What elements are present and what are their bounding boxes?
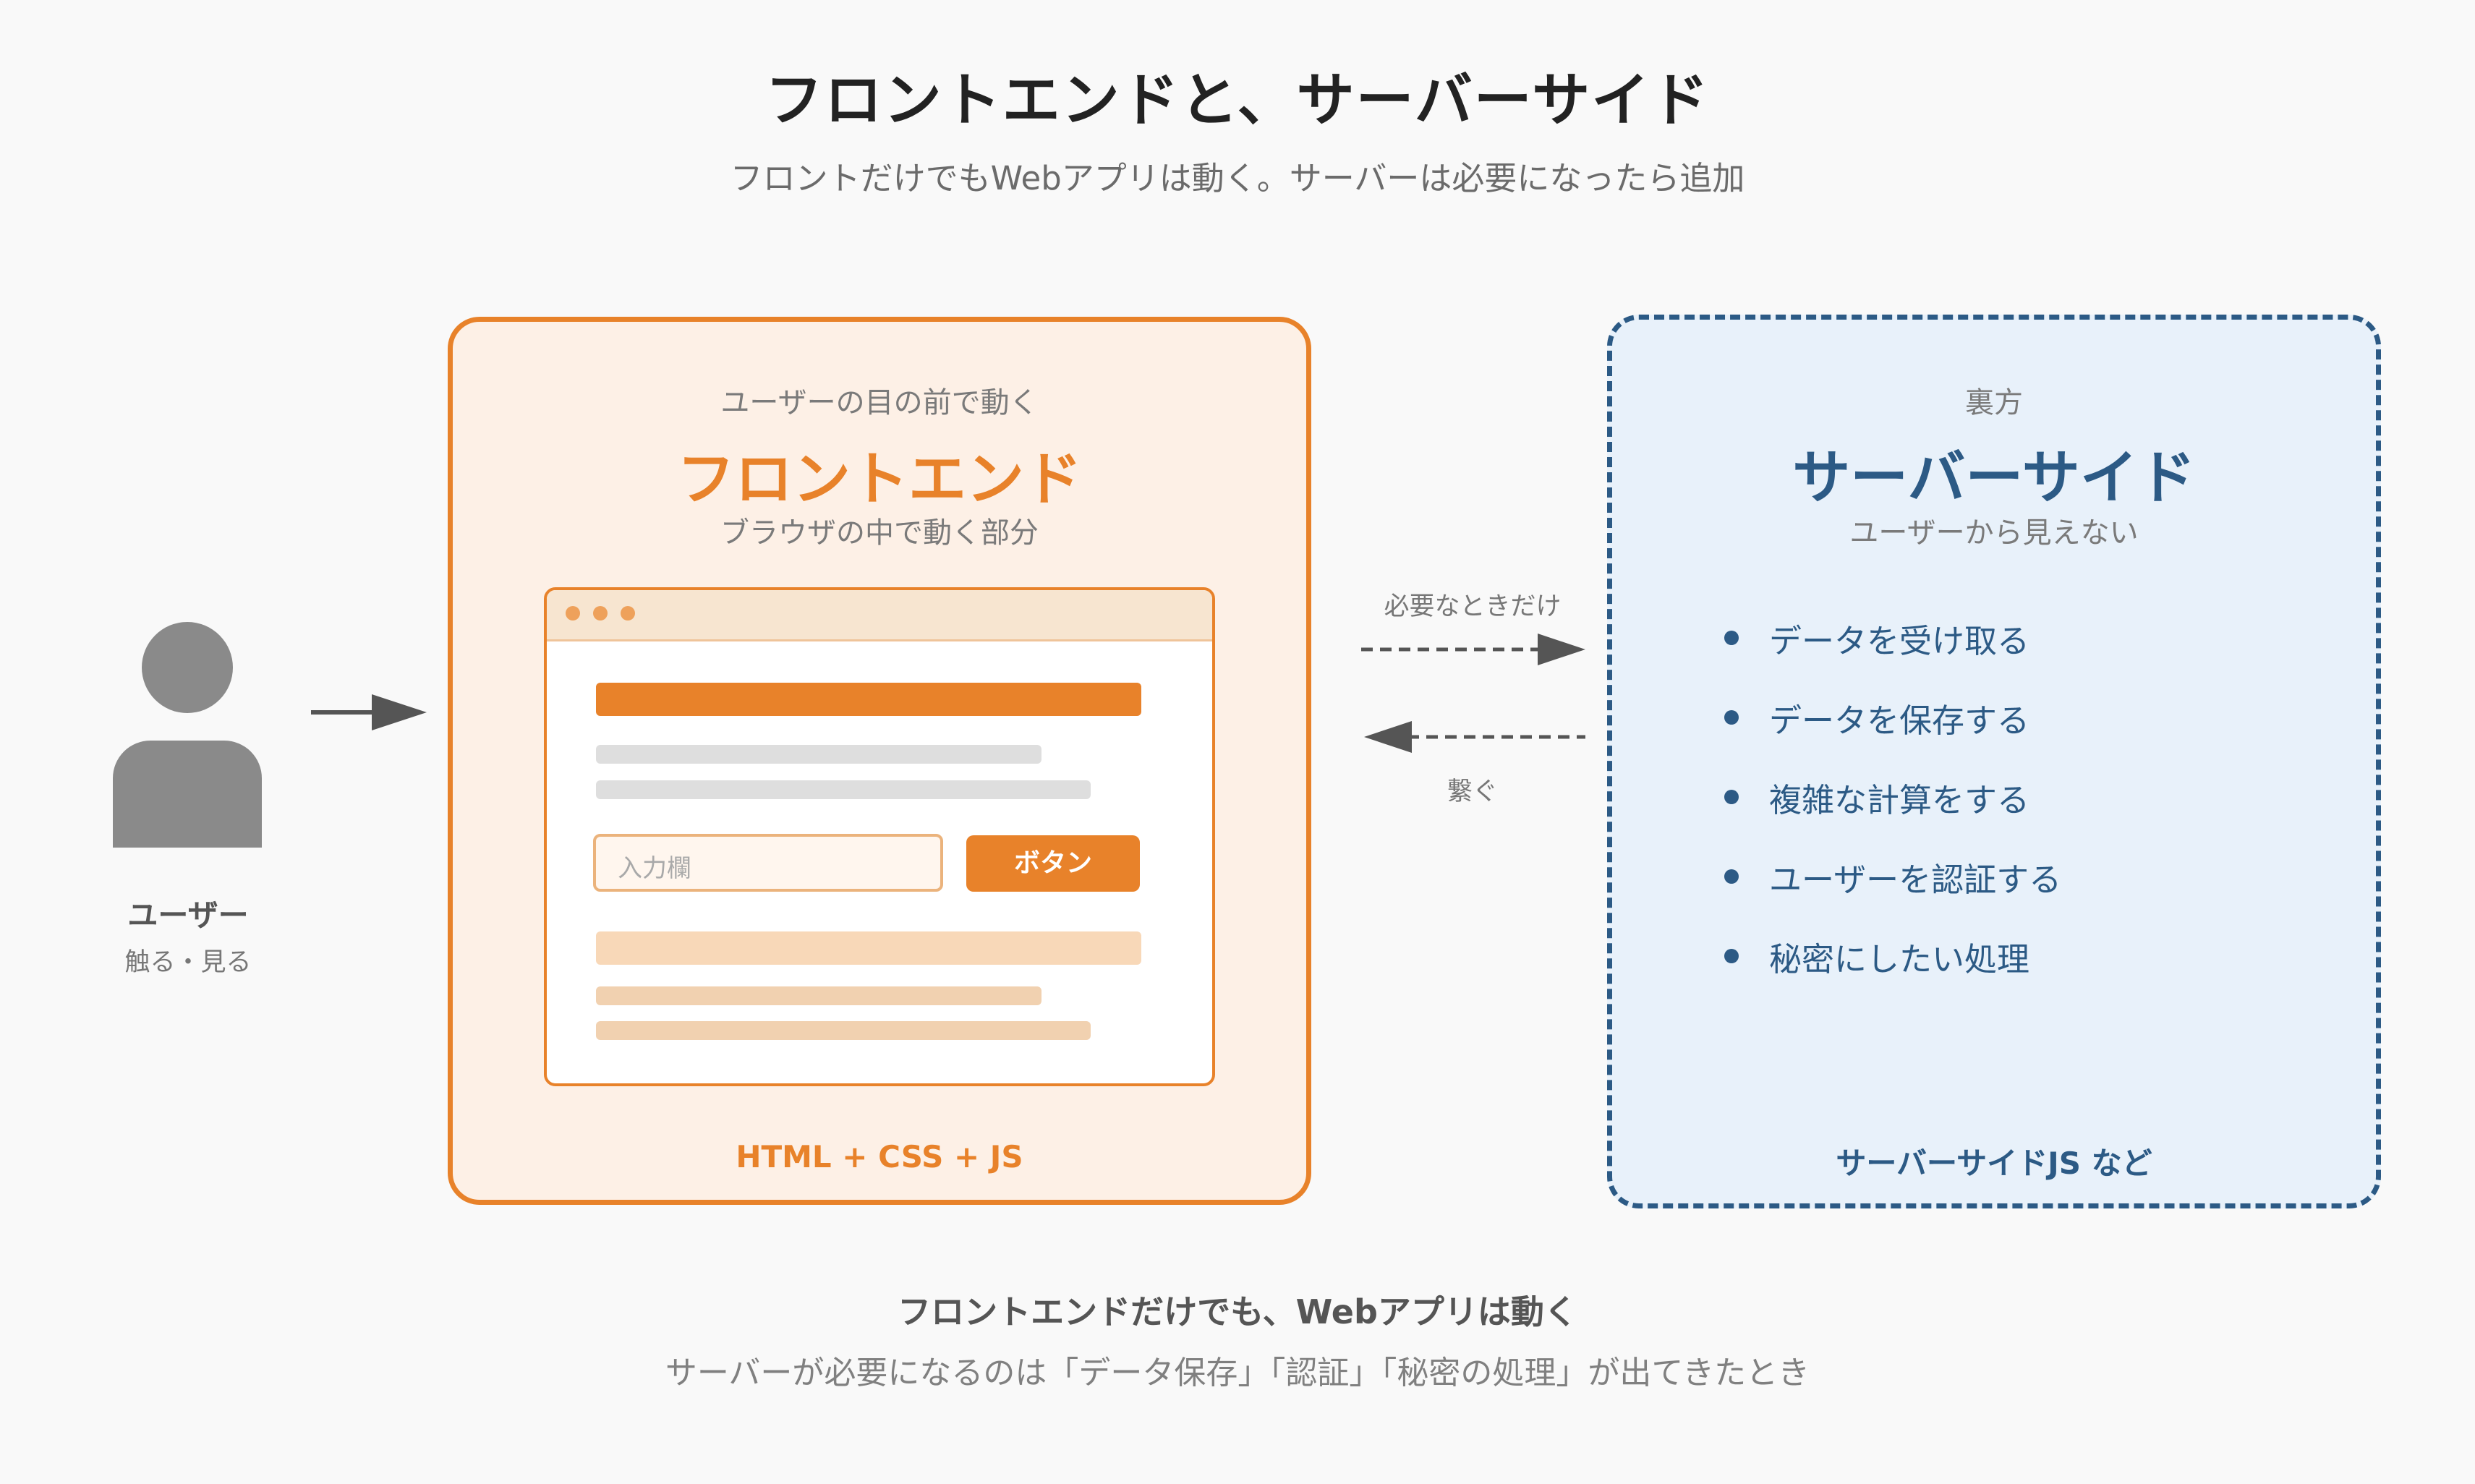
server-description: ユーザーから見えない <box>1849 516 2139 550</box>
bullet-icon <box>1724 710 1739 725</box>
summary-description: サーバーが必要になるのは「データ保存」「認証」「秘密の処理」が出てきたとき <box>665 1355 1810 1391</box>
frontend-to-server-arrow <box>1361 634 1585 665</box>
server-list-item: 複雑な計算をする <box>1769 781 2030 819</box>
bullet-icon <box>1724 790 1739 804</box>
window-dot-icon <box>621 606 635 621</box>
server-list-item: データを保存する <box>1769 702 2030 740</box>
frontend-overline: ユーザーの目の前で動く <box>720 386 1039 419</box>
bullet-icon <box>1724 949 1739 963</box>
sample-button[interactable]: ボタン <box>966 835 1140 892</box>
server-title: サーバーサイド <box>1792 444 2196 511</box>
server-list-item: ユーザーを認証する <box>1769 861 2062 899</box>
text-placeholder-line <box>596 986 1041 1005</box>
user-label: ユーザー <box>127 897 249 933</box>
frontend-footer: HTML + CSS + JS <box>736 1139 1023 1174</box>
user-body-icon <box>113 741 262 848</box>
server-footer: サーバーサイドJS など <box>1836 1146 2152 1181</box>
text-placeholder-line <box>596 1021 1091 1040</box>
header-placeholder-bar <box>596 683 1141 716</box>
server-to-frontend-arrow <box>1364 721 1585 753</box>
frontend-description: ブラウザの中で動く部分 <box>720 516 1039 550</box>
page-subtitle: フロントだけでもWebアプリは動く。サーバーは必要になったら追加 <box>730 159 1745 197</box>
server-list-item: データを受け取る <box>1769 622 2030 660</box>
sample-input-field[interactable]: 入力欄 <box>593 834 943 892</box>
connection-top-label: 必要なときだけ <box>1384 592 1562 621</box>
connection-bottom-label: 繋ぐ <box>1447 777 1498 806</box>
bullet-icon <box>1724 631 1739 645</box>
frontend-title: フロントエンド <box>677 445 1082 513</box>
user-head-icon <box>142 622 233 713</box>
input-placeholder: 入力欄 <box>618 854 691 883</box>
text-placeholder-line <box>596 780 1091 799</box>
content-placeholder-bar <box>596 931 1141 965</box>
window-dot-icon <box>593 606 608 621</box>
user-description: 触る・見る <box>124 948 252 977</box>
server-panel <box>1607 315 2381 1208</box>
server-list-item: 秘密にしたい処理 <box>1769 940 2030 978</box>
server-overline: 裏方 <box>1965 386 2023 419</box>
user-to-frontend-arrow <box>311 694 427 730</box>
bullet-icon <box>1724 869 1739 884</box>
window-dot-icon <box>566 606 580 621</box>
text-placeholder-line <box>596 745 1041 764</box>
browser-titlebar <box>547 590 1212 641</box>
summary-title: フロントエンドだけでも、Webアプリは動く <box>898 1292 1577 1331</box>
page-title: フロントエンドと、サーバーサイド <box>764 67 1711 134</box>
